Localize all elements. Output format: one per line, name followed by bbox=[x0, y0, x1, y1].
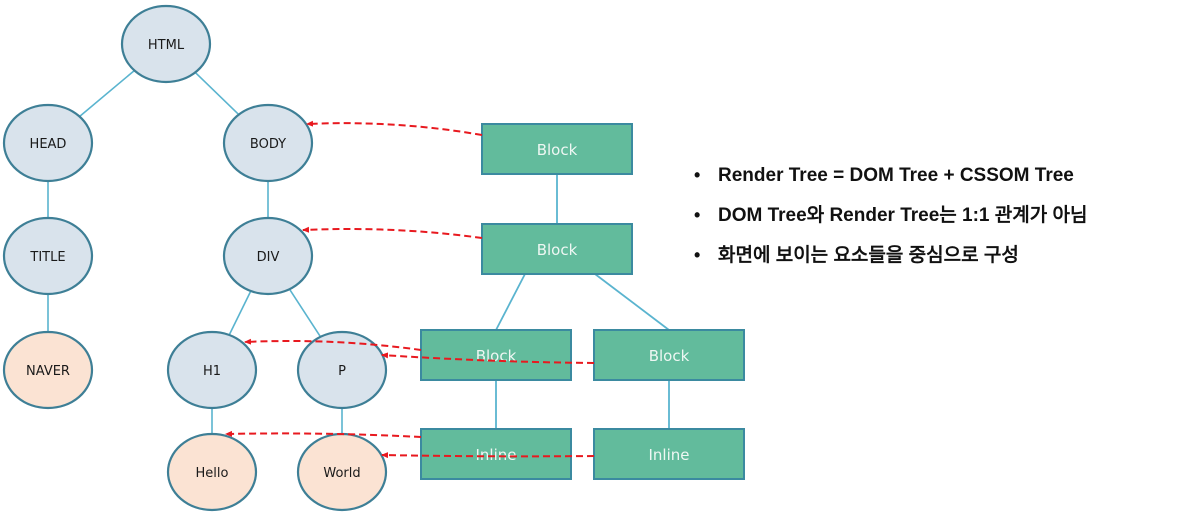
dom-node-title: TITLE bbox=[2, 216, 94, 296]
render-node-r_div: Block bbox=[481, 223, 633, 275]
render-node-label: Inline bbox=[648, 446, 689, 464]
render-node-box bbox=[481, 223, 633, 275]
dom-node-ellipse bbox=[222, 103, 314, 183]
dom-node-p: P bbox=[296, 330, 388, 410]
bullet-dot-icon: • bbox=[694, 205, 701, 225]
render-edge-r_div-r_p bbox=[594, 273, 670, 331]
render-node-r_p: Block bbox=[593, 329, 745, 381]
bullet-text: Render Tree = DOM Tree + CSSOM Tree bbox=[718, 165, 1074, 186]
mapping-arrow-r_hello-to-hello bbox=[225, 430, 422, 438]
dom-node-label: HEAD bbox=[30, 137, 67, 152]
bullet-item: • Render Tree = DOM Tree + CSSOM Tree bbox=[694, 158, 1087, 198]
mapping-arrow-r_p-to-p bbox=[381, 352, 595, 364]
dom-node-div: DIV bbox=[222, 216, 314, 296]
dom-node-body: BODY bbox=[222, 103, 314, 183]
dom-tree-edges bbox=[47, 69, 343, 434]
mapping-arrows bbox=[225, 120, 595, 459]
dom-node-ellipse bbox=[166, 432, 258, 512]
dom-edge-html-body bbox=[194, 71, 240, 116]
dom-node-label: Hello bbox=[196, 466, 229, 481]
render-node-label: Block bbox=[649, 347, 690, 365]
render-node-r_h1: Block bbox=[420, 329, 572, 381]
dom-node-ellipse bbox=[120, 4, 212, 84]
dom-node-h1: H1 bbox=[166, 330, 258, 410]
mapping-arrow-r_h1-to-h1 bbox=[244, 338, 422, 351]
dom-node-ellipse bbox=[2, 103, 94, 183]
render-tree-edges bbox=[495, 174, 670, 429]
bullet-dot-icon: • bbox=[694, 245, 701, 265]
bullet-text: 화면에 보이는 요소들을 중심으로 구성 bbox=[718, 245, 1019, 266]
mapping-arrow-r_div-to-div bbox=[302, 226, 483, 239]
mapping-arrow-r_body-to-body bbox=[306, 120, 483, 136]
render-node-r_world: Inline bbox=[593, 428, 745, 480]
dom-node-ellipse bbox=[222, 216, 314, 296]
dom-node-world: World bbox=[296, 432, 388, 512]
dom-node-label: BODY bbox=[250, 137, 286, 152]
render-node-label: Block bbox=[537, 141, 578, 159]
dom-node-label: HTML bbox=[148, 38, 185, 53]
dom-node-ellipse bbox=[2, 216, 94, 296]
bullet-dot-icon: • bbox=[694, 165, 701, 185]
render-node-label: Block bbox=[537, 241, 578, 259]
dom-node-label: H1 bbox=[203, 364, 221, 379]
render-edge-r_div-r_h1 bbox=[495, 273, 526, 331]
dom-node-ellipse bbox=[296, 330, 388, 410]
render-node-box bbox=[420, 329, 572, 381]
dom-node-head: HEAD bbox=[2, 103, 94, 183]
dom-edge-html-head bbox=[79, 69, 135, 118]
dom-node-label: P bbox=[338, 364, 346, 379]
dom-edge-div-h1 bbox=[228, 290, 252, 336]
dom-edge-div-p bbox=[288, 288, 322, 338]
dom-node-label: NAVER bbox=[26, 364, 70, 379]
mapping-arrow-r_world-to-world bbox=[381, 452, 595, 459]
dom-tree-nodes: HTML HEAD BODY TITLE NAVER DIV H1 P Hello World bbox=[2, 4, 388, 512]
dom-node-ellipse bbox=[2, 330, 94, 410]
bullet-item: • DOM Tree와 Render Tree는 1:1 관계가 아님 bbox=[694, 198, 1087, 238]
dom-node-html: HTML bbox=[120, 4, 212, 84]
dom-node-label: DIV bbox=[257, 250, 280, 265]
render-node-label: Inline bbox=[475, 446, 516, 464]
render-node-box bbox=[593, 329, 745, 381]
render-node-box bbox=[481, 123, 633, 175]
dom-node-naver: NAVER bbox=[2, 330, 94, 410]
render-node-box bbox=[593, 428, 745, 480]
bullet-text: DOM Tree와 Render Tree는 1:1 관계가 아님 bbox=[718, 205, 1088, 226]
bullet-item: • 화면에 보이는 요소들을 중심으로 구성 bbox=[694, 238, 1087, 278]
render-node-r_body: Block bbox=[481, 123, 633, 175]
dom-node-label: World bbox=[323, 466, 360, 481]
render-node-label: Block bbox=[476, 347, 517, 365]
render-node-r_hello: Inline bbox=[420, 428, 572, 480]
dom-node-hello: Hello bbox=[166, 432, 258, 512]
dom-node-ellipse bbox=[166, 330, 258, 410]
dom-node-label: TITLE bbox=[29, 250, 65, 265]
render-node-box bbox=[420, 428, 572, 480]
bullet-list: • Render Tree = DOM Tree + CSSOM Tree • DO… bbox=[694, 158, 1087, 278]
